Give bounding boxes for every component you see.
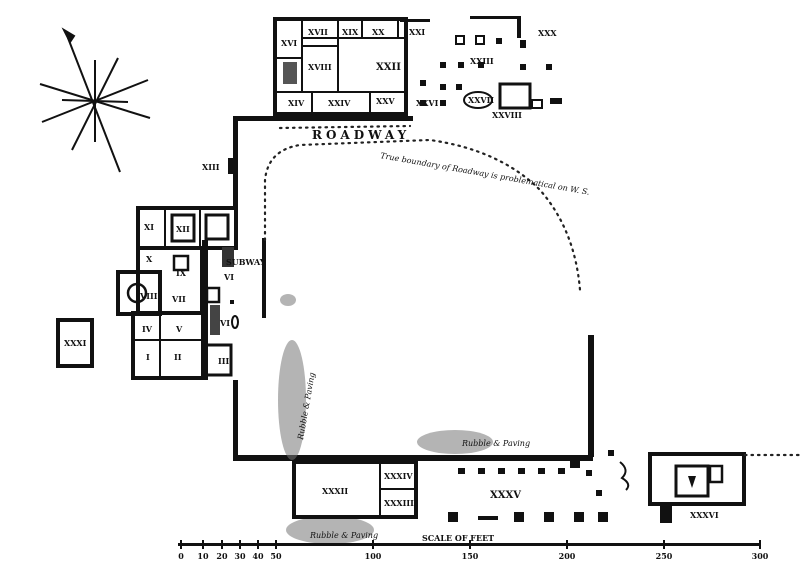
room-label-vii: VII <box>171 294 186 304</box>
north-block <box>273 16 521 116</box>
room-label-xi: XI <box>144 222 154 232</box>
room-label-xviii: XVIII <box>308 62 332 72</box>
room-label-xxxiii: XXXIII <box>384 498 414 508</box>
scale-tick-label: 250 <box>656 551 673 561</box>
scale-ticks: 0 10 20 30 40 50 100 150 200 250 300 <box>178 540 769 561</box>
scale-tick <box>663 540 665 549</box>
room-label-xxvi: XXVI <box>416 98 439 108</box>
scale-tick <box>257 540 259 549</box>
room-label-xvii: XVII <box>308 27 328 37</box>
roadway-label: ROADWAY <box>312 128 410 142</box>
west-block <box>116 206 239 380</box>
room-label-xxvii: XXVII <box>468 95 494 105</box>
south-block <box>292 450 630 522</box>
scale-tick-label: 20 <box>216 551 228 561</box>
scale-tick-label: 40 <box>252 551 264 561</box>
roadway-boundary-note: True boundary of Roadway is problematica… <box>380 151 591 197</box>
rubble-paving-bottom: Rubble & Paving <box>309 531 378 540</box>
room-label-viii: VIII <box>139 291 158 301</box>
room-label-xxxii: XXXII <box>322 486 348 496</box>
court-walls <box>228 116 594 461</box>
scale-tick-label: 30 <box>234 551 246 561</box>
room-label-xxiii: XXIII <box>470 56 494 66</box>
room-label-xix: XIX <box>342 27 359 37</box>
compass-rose-icon <box>39 27 151 173</box>
room-label-v: V <box>175 324 183 334</box>
north-east-bases <box>420 35 562 110</box>
room-label-x: X <box>146 254 153 264</box>
room-xxxi-outline <box>56 318 94 368</box>
scale-tick <box>566 540 568 549</box>
scale-tick-label: 300 <box>752 551 769 561</box>
room-label-xiv: XIV <box>288 98 305 108</box>
scale-tick <box>221 540 223 549</box>
room-label-xxiv-north: XXIV <box>328 98 351 108</box>
room-label-xiii: XIII <box>202 162 220 172</box>
scale-tick <box>239 540 241 549</box>
scale-bar: 0 10 20 30 40 50 100 150 200 250 300 SCALE OF FEET <box>178 533 769 561</box>
south-east-block <box>648 452 800 523</box>
scale-tick-label: 200 <box>559 551 576 561</box>
room-label-xxxv: XXXV <box>490 490 521 501</box>
room-label-xxv-north: XXV <box>376 96 395 106</box>
rubble-patches <box>278 294 493 544</box>
scale-tick-label: 100 <box>365 551 382 561</box>
room-label-iv: IV <box>142 324 153 334</box>
room-label-xxxvi: XXXVI <box>690 510 719 520</box>
rubble-paving-south: Rubble & Paving <box>461 439 530 448</box>
room-label-xvi: XVI <box>281 38 297 48</box>
scale-tick <box>180 540 182 549</box>
room-label-xxxi: XXXI <box>64 338 87 348</box>
scale-title: SCALE OF FEET <box>422 533 494 543</box>
room-label-iii: III <box>218 356 229 366</box>
room-label-vi-upper: VI <box>223 272 234 282</box>
subway-label: SUBWAY <box>226 257 266 267</box>
scale-tick <box>759 540 761 549</box>
room-label-xxii: XXII <box>376 62 401 73</box>
room-label-xxx: XXX <box>538 28 557 38</box>
scale-tick <box>275 540 277 549</box>
scale-tick <box>372 540 374 549</box>
scale-tick-label: 50 <box>270 551 282 561</box>
room-label-xxxiv: XXXIV <box>384 471 413 481</box>
room-label-i: I <box>146 352 150 362</box>
scale-tick-label: 10 <box>197 551 209 561</box>
scale-tick <box>202 540 204 549</box>
scale-tick <box>469 540 471 549</box>
room-label-ix: IX <box>176 268 187 278</box>
scale-tick-label: 150 <box>462 551 479 561</box>
roadway-boundary <box>263 138 582 292</box>
room-label-xxi: XXI <box>409 27 425 37</box>
room-label-ii: II <box>174 352 182 362</box>
room-label-xx: XX <box>372 27 385 37</box>
room-label-xii: XII <box>176 224 190 234</box>
room-label-xxviii: XXVIII <box>492 110 522 120</box>
room-label-vi-lower: VI <box>219 318 230 328</box>
scale-tick-label: 0 <box>178 551 184 561</box>
